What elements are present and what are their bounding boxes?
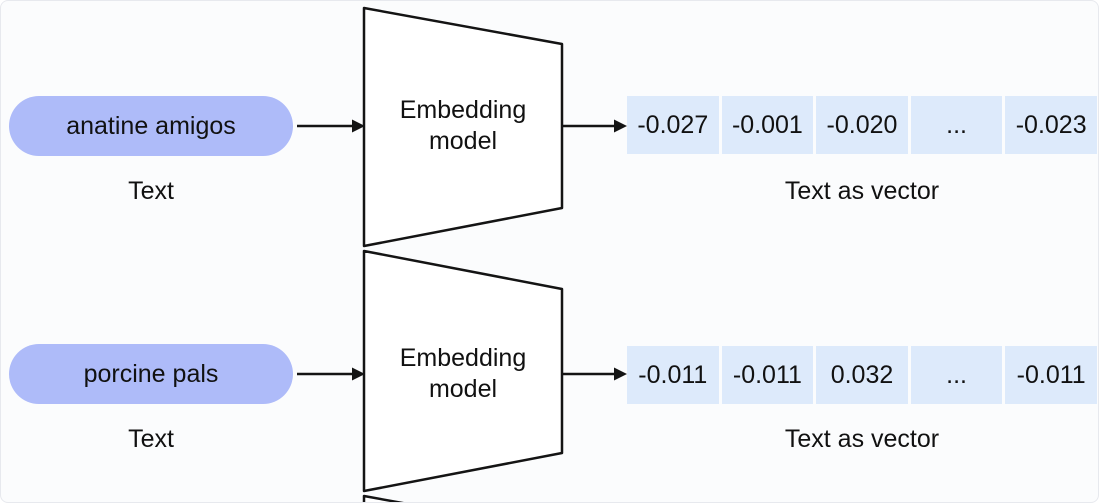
arrow-model-to-vector (563, 367, 627, 381)
vector-row: -0.027 -0.001 -0.020 ... -0.023 (627, 96, 1097, 154)
embedding-model-trapezoid (362, 6, 564, 248)
input-text-label: porcine pals (83, 359, 219, 388)
embedding-model-trapezoid (362, 249, 564, 493)
input-text-pill: anatine amigos (9, 96, 293, 156)
vector-cell: -0.011 (1005, 346, 1097, 404)
input-caption: Text (128, 425, 174, 453)
vector-row: -0.011 -0.011 0.032 ... -0.011 (627, 346, 1097, 404)
embedding-model-label: Embedding model (399, 344, 527, 403)
vector-cell: -0.011 (721, 346, 814, 404)
vector-cell-ellipsis: ... (910, 96, 1003, 154)
input-caption: Text (128, 177, 174, 205)
vector-cell: -0.011 (627, 346, 719, 404)
embedding-model-label: Embedding model (399, 96, 527, 155)
vector-cell: -0.027 (627, 96, 719, 154)
vector-cell: -0.020 (816, 96, 908, 154)
vector-cell: 0.032 (816, 346, 908, 404)
vector-caption: Text as vector (784, 177, 940, 205)
arrow-input-to-model (297, 119, 365, 133)
vector-caption: Text as vector (784, 425, 940, 453)
arrow-model-to-vector (563, 119, 627, 133)
vector-cell: -0.001 (721, 96, 814, 154)
vector-cell-ellipsis: ... (910, 346, 1003, 404)
vector-cell: -0.023 (1005, 96, 1097, 154)
input-text-label: anatine amigos (66, 111, 236, 140)
embedding-model-trapezoid-partial (362, 494, 404, 502)
arrow-input-to-model (297, 367, 365, 381)
input-text-pill: porcine pals (9, 344, 293, 404)
